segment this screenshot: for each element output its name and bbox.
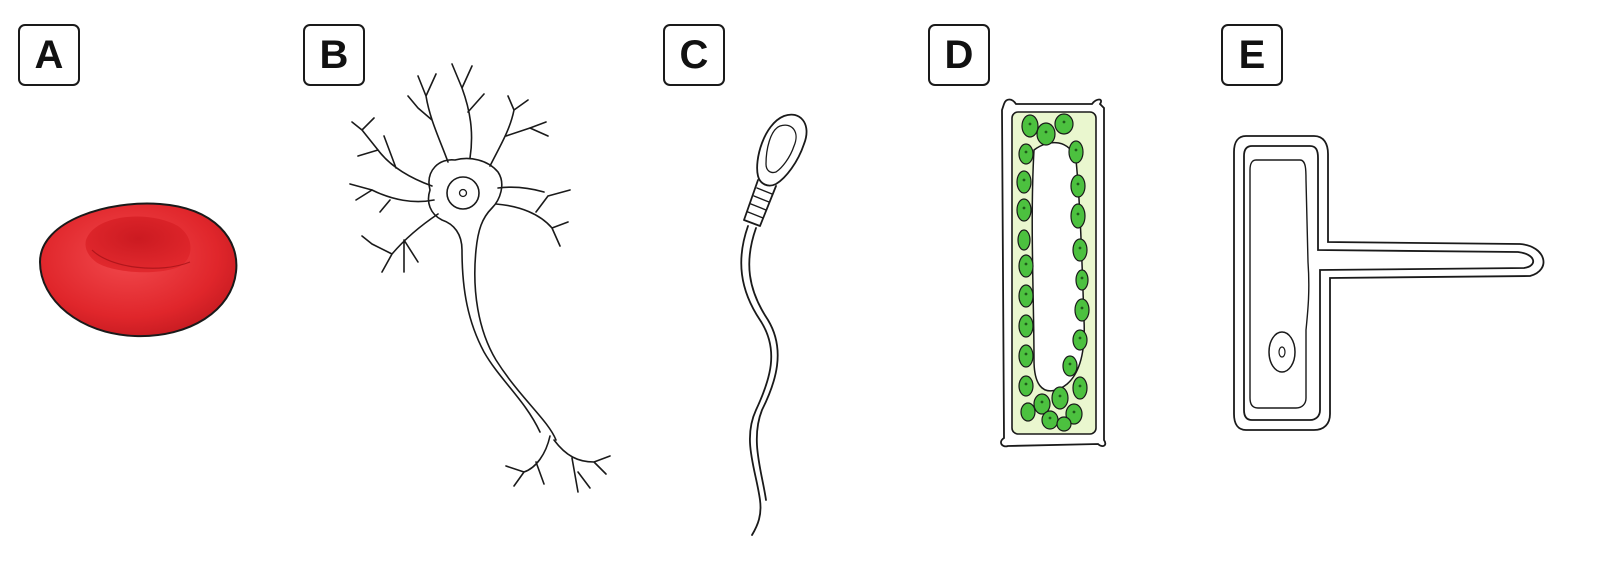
neuron-icon: [349, 63, 611, 493]
red-blood-cell-icon: [38, 202, 238, 338]
label-d: D: [928, 24, 990, 86]
label-a: A: [18, 24, 80, 86]
label-b: B: [303, 24, 365, 86]
palisade-cell-icon: [1000, 98, 1107, 448]
label-c: C: [663, 24, 725, 86]
root-hair-cell-icon: [1233, 135, 1545, 431]
sperm-cell-icon: [740, 113, 808, 536]
label-e: E: [1221, 24, 1283, 86]
